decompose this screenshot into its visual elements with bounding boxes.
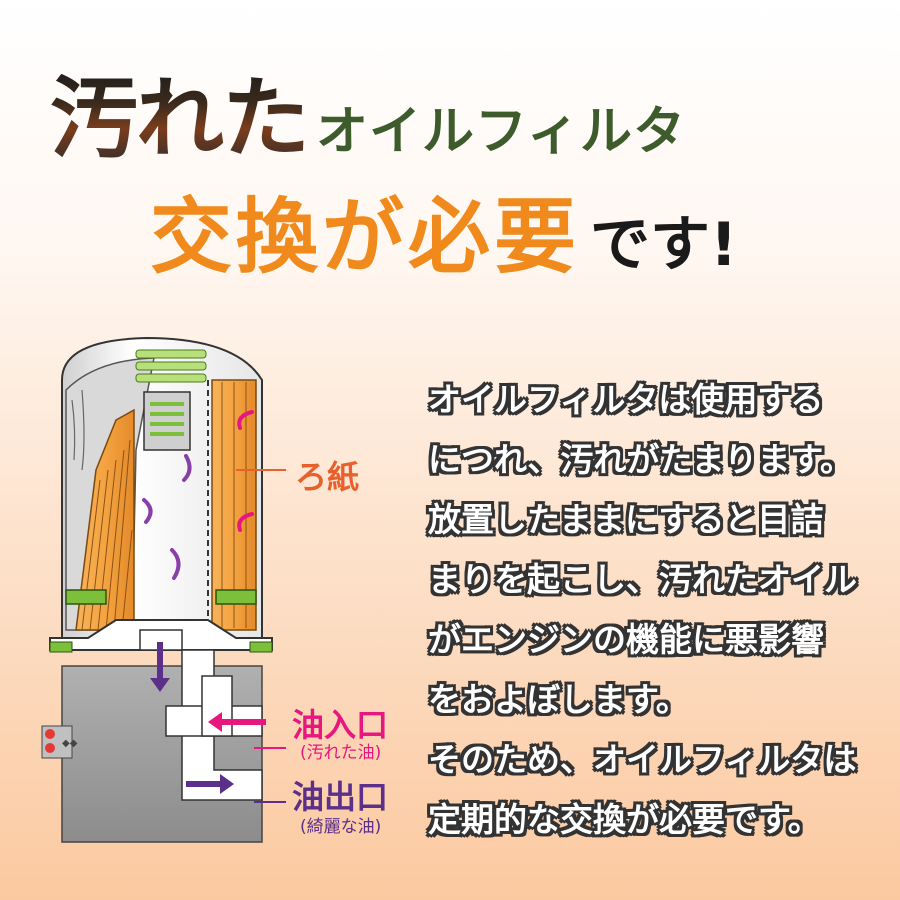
description-line: につれ、汚れがたまります。 xyxy=(428,440,854,479)
filter-paper-right xyxy=(211,379,257,631)
headline-dirty: 汚れた xyxy=(50,67,310,170)
bypass-valve-bars xyxy=(135,349,207,383)
filter-paper-label: ろ紙 xyxy=(295,458,360,496)
description-text: オイルフィルタは使用する につれ、汚れがたまります。 放置したままにすると目詰 … xyxy=(428,370,898,850)
oil-filter-diagram: ◆◆ xyxy=(41,336,286,843)
headline-replace-needed: 交換が必要 xyxy=(150,190,581,285)
description-line: そのため、オイルフィルタは xyxy=(428,740,857,779)
oil-inlet-sublabel: (汚れた油) xyxy=(300,743,382,763)
oil-inlet-label: 油入口 xyxy=(292,706,389,744)
headline-line-2: 交換が必要です! xyxy=(150,170,737,289)
headline-desu: です! xyxy=(590,210,738,280)
description-line: まりを起こし、汚れたオイル xyxy=(428,560,857,599)
description-line: をおよぼします。 xyxy=(428,680,689,719)
headline-oil-filter: オイルフィルタ xyxy=(316,102,686,162)
filter-paper-left xyxy=(75,408,135,631)
description-line: オイルフィルタは使用する xyxy=(428,380,824,419)
oil-outlet-label: 油出口 xyxy=(292,778,389,816)
leader-lines xyxy=(236,469,286,803)
headline-line-1: 汚れたオイルフィルタ xyxy=(50,48,686,175)
svg-text:◆◆: ◆◆ xyxy=(62,738,78,749)
inlet-arrow xyxy=(208,712,266,732)
center-tube xyxy=(143,380,209,630)
outlet-arrow xyxy=(150,642,234,794)
description-line: がエンジンの機能に悪影響 xyxy=(428,620,824,659)
description-line: 定期的な交換が必要です。 xyxy=(428,800,821,839)
flow-arrows-inside xyxy=(142,410,254,580)
description-line: 放置したままにすると目詰 xyxy=(428,500,824,539)
oil-outlet-sublabel: (綺麗な油) xyxy=(300,817,382,837)
